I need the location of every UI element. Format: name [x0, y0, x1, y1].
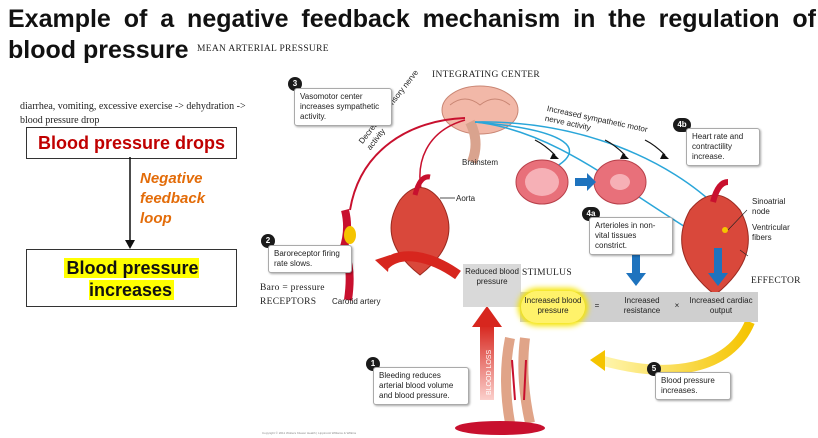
brainstem-label: Brainstem: [462, 158, 499, 167]
reduced-blood-pressure-box: Reduced blood pressure: [463, 264, 521, 307]
receptors-label: RECEPTORS: [260, 297, 317, 307]
baroreceptor-reflex-diagram: BLOOD LOSS: [338, 85, 755, 435]
step-4b-callout: Heart rate and contractility increase.: [686, 128, 760, 166]
integrating-center-label: INTEGRATING CENTER: [432, 70, 541, 80]
equation-times: ×: [674, 301, 680, 310]
step-4a-callout: Arterioles in non-vital tissues constric…: [589, 217, 673, 255]
blood-pool-illustration: [455, 421, 545, 435]
feedback-yellow-arrow: [598, 319, 755, 375]
motor-nerve-path: [474, 121, 691, 231]
blood-pressure-increases-box: Blood pressure increases: [26, 249, 237, 307]
baro-note: Baro = pressure: [260, 283, 325, 293]
cause-note: diarrhea, vomiting, excessive exercise -…: [20, 101, 246, 126]
aorta-label: Aorta: [456, 194, 476, 203]
equation-increased-cardiac-output: Increased cardiac output: [689, 296, 753, 315]
step-1-callout: Bleeding reduces arterial blood volume a…: [373, 367, 469, 405]
equation-increased-bp: Increased blood pressure: [524, 296, 582, 315]
equation-equals: =: [594, 301, 600, 310]
effector-heart-illustration: [681, 194, 749, 296]
legs-illustration: [501, 337, 535, 425]
page-title: Example of a negative feedback mechanism…: [8, 5, 816, 64]
cardiac-output-arrow: [708, 273, 728, 286]
sinoatrial-node-label: Sinoatrial node: [752, 197, 786, 216]
copyright-text: Copyright © 2011 Wolters Kluwer Health |…: [262, 431, 357, 435]
stimulus-arrow: [381, 251, 461, 280]
step-3-badge: 3: [288, 77, 302, 91]
brainstem-illustration: [465, 119, 481, 164]
blood-pressure-drops-box: Blood pressure drops: [26, 127, 237, 159]
mean-arterial-pressure-label: MEAN ARTERIAL PRESSURE: [197, 44, 329, 54]
carotid-artery-label: Carotid artery: [332, 297, 381, 306]
resistance-arrow: [626, 273, 646, 286]
step-2-callout: Baroreceptor firing rate slows.: [268, 245, 352, 273]
feedback-arrow: [125, 157, 135, 249]
blood-loss-text: BLOOD LOSS: [486, 350, 493, 395]
increased-bp-highlight: [521, 291, 585, 323]
sensory-nerve-path: [349, 117, 466, 211]
blood-pressure-increases-text: Blood pressure increases: [64, 258, 199, 300]
stimulus-label: STIMULUS: [522, 268, 572, 278]
equation-increased-resistance: Increased resistance: [623, 296, 661, 315]
brain-illustration: [441, 85, 519, 135]
blood-loss-arrow: [480, 325, 494, 400]
ventricular-fibers-label: Ventricular fibers: [752, 223, 790, 242]
negative-feedback-loop-label: Negative feedback loop: [140, 170, 206, 227]
effector-label: EFFECTOR: [751, 276, 801, 286]
step-2-badge: 2: [261, 234, 275, 248]
step-3-callout: Vasomotor center increases sympathetic a…: [294, 88, 392, 126]
step-5-callout: Blood pressure increases.: [655, 372, 731, 400]
